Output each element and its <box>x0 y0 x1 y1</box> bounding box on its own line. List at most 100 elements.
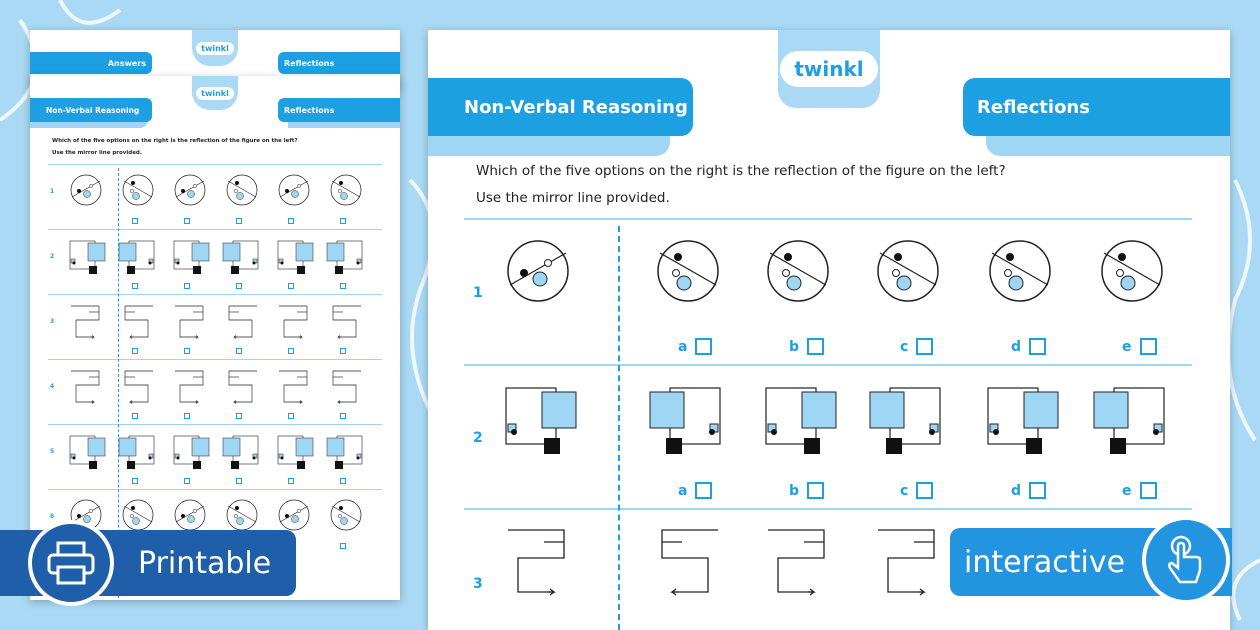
option-figure <box>279 305 308 339</box>
question-figure <box>69 435 106 469</box>
answer-checkbox[interactable] <box>807 338 825 355</box>
option-d[interactable]: d <box>1011 338 1047 355</box>
option-d[interactable]: d <box>1011 482 1047 499</box>
answer-checkbox[interactable] <box>288 478 294 484</box>
answer-checkbox[interactable] <box>132 218 138 224</box>
answer-checkbox[interactable] <box>236 283 242 289</box>
answer-checkbox[interactable] <box>184 478 190 484</box>
printable-badge: Printable <box>0 520 296 606</box>
question-text: Which of the five options on the right i… <box>476 163 1006 179</box>
answer-checkbox[interactable] <box>288 348 294 354</box>
answer-checkbox[interactable] <box>1029 338 1047 355</box>
reflections-tab: Reflections <box>278 98 400 122</box>
answer-checkbox[interactable] <box>132 348 138 354</box>
option-figure <box>326 240 363 274</box>
hand-touch-icon <box>1142 516 1230 604</box>
option-figure <box>118 240 155 274</box>
option-figure <box>767 240 829 302</box>
answer-checkbox[interactable] <box>1139 338 1157 355</box>
answer-checkbox[interactable] <box>340 478 346 484</box>
answer-checkbox[interactable] <box>236 218 242 224</box>
nvr-tab: Non-Verbal Reasoning <box>428 78 693 136</box>
answer-checkbox[interactable] <box>288 218 294 224</box>
answer-checkbox[interactable] <box>916 482 934 499</box>
answer-checkbox[interactable] <box>236 478 242 484</box>
option-letter: a <box>678 482 688 499</box>
answer-checkbox[interactable] <box>288 413 294 419</box>
answer-checkbox[interactable] <box>184 348 190 354</box>
option-figure <box>228 305 257 339</box>
nvr-tab: Non-Verbal Reasoning <box>30 98 152 122</box>
answer-checkbox[interactable] <box>807 482 825 499</box>
answer-checkbox[interactable] <box>184 413 190 419</box>
option-figure <box>765 387 837 454</box>
option-figure <box>279 370 308 404</box>
main-worksheet: twinkl Non-Verbal Reasoning Reflections … <box>428 30 1230 630</box>
answer-checkbox[interactable] <box>695 338 713 355</box>
option-figure <box>989 240 1051 302</box>
interactive-badge: interactive <box>950 516 1232 604</box>
option-figure <box>768 529 825 596</box>
row-number: 2 <box>50 253 55 260</box>
option-figure <box>987 387 1059 454</box>
answers-sheet: twinkl Answers Reflections <box>30 30 400 90</box>
option-figure <box>222 435 259 469</box>
option-figure <box>174 499 206 531</box>
option-letter: a <box>678 338 688 355</box>
answer-checkbox[interactable] <box>340 218 346 224</box>
option-figure <box>173 435 210 469</box>
mini-worksheet: twinkl Non-Verbal Reasoning Reflections … <box>30 76 400 600</box>
reflections-tab: Reflections <box>963 78 1230 136</box>
option-figure <box>222 240 259 274</box>
answer-checkbox[interactable] <box>340 283 346 289</box>
answer-checkbox[interactable] <box>236 348 242 354</box>
answer-checkbox[interactable] <box>184 218 190 224</box>
printer-icon <box>28 520 114 606</box>
option-letter: c <box>900 338 909 355</box>
option-a[interactable]: a <box>678 338 713 355</box>
question-figure <box>69 240 106 274</box>
option-b[interactable]: b <box>789 482 825 499</box>
option-figure <box>330 499 362 531</box>
question-figure <box>70 174 102 206</box>
reflections-tab: Reflections <box>278 52 400 74</box>
option-b[interactable]: b <box>789 338 825 355</box>
option-letter: b <box>789 338 800 355</box>
option-figure <box>649 387 721 454</box>
answer-checkbox[interactable] <box>340 413 346 419</box>
answer-checkbox[interactable] <box>132 413 138 419</box>
option-c[interactable]: c <box>900 482 934 499</box>
answer-checkbox[interactable] <box>695 482 713 499</box>
answer-checkbox[interactable] <box>132 478 138 484</box>
option-c[interactable]: c <box>900 338 934 355</box>
option-figure <box>228 370 257 404</box>
instruction-text: Use the mirror line provided. <box>52 150 142 156</box>
row-number: 1 <box>473 285 483 301</box>
answer-checkbox[interactable] <box>288 283 294 289</box>
option-a[interactable]: a <box>678 482 713 499</box>
printable-label: Printable <box>138 545 272 581</box>
option-figure <box>326 435 363 469</box>
answer-checkbox[interactable] <box>1139 482 1157 499</box>
interactive-label: interactive <box>964 544 1126 580</box>
answer-checkbox[interactable] <box>916 338 934 355</box>
question-figure <box>508 529 565 596</box>
option-e[interactable]: e <box>1122 338 1157 355</box>
answer-checkbox[interactable] <box>340 348 346 354</box>
option-figure <box>122 174 154 206</box>
answer-checkbox[interactable] <box>236 413 242 419</box>
option-letter: d <box>1011 482 1022 499</box>
option-figure <box>330 174 362 206</box>
answer-checkbox[interactable] <box>1029 482 1047 499</box>
option-figure <box>124 370 153 404</box>
answer-checkbox[interactable] <box>340 543 346 549</box>
option-figure <box>661 529 718 596</box>
answer-checkbox[interactable] <box>184 283 190 289</box>
option-letter: d <box>1011 338 1022 355</box>
answer-checkbox[interactable] <box>132 283 138 289</box>
option-figure <box>175 370 204 404</box>
row-number: 2 <box>473 430 483 446</box>
row-number: 5 <box>50 448 55 455</box>
option-e[interactable]: e <box>1122 482 1157 499</box>
question-figure <box>507 240 569 302</box>
